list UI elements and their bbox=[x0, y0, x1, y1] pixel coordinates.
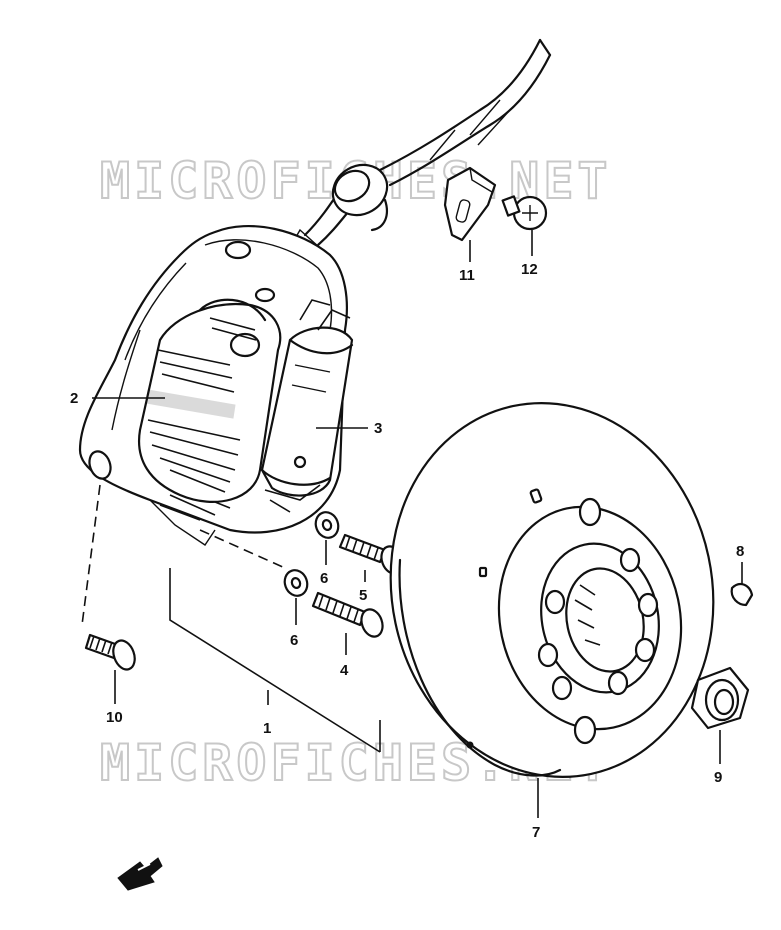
callout-9: 9 bbox=[714, 769, 722, 786]
callout-2: 2 bbox=[70, 390, 78, 407]
callout-4: 4 bbox=[340, 662, 349, 679]
clamp-screw bbox=[501, 195, 548, 231]
wire-clamp bbox=[443, 166, 497, 242]
callout-12: 12 bbox=[521, 261, 538, 278]
assembly-bracket bbox=[169, 568, 381, 753]
assembly-line-washer bbox=[199, 529, 286, 569]
leader-lines bbox=[92, 230, 743, 818]
stator-screw-4 bbox=[311, 591, 384, 638]
callout-5: 5 bbox=[359, 587, 367, 604]
flywheel-rotor bbox=[389, 402, 715, 778]
wire-grommet bbox=[331, 163, 389, 232]
callout-6-upper: 6 bbox=[320, 570, 328, 587]
screw-10 bbox=[84, 633, 136, 671]
wire-harness bbox=[291, 38, 552, 262]
assembly-line-10 bbox=[81, 484, 101, 626]
coil-right bbox=[260, 299, 354, 513]
callout-10: 10 bbox=[106, 709, 123, 726]
callout-8: 8 bbox=[736, 543, 744, 560]
callout-11: 11 bbox=[459, 267, 475, 284]
woodruff-key bbox=[730, 582, 754, 607]
callout-3: 3 bbox=[374, 420, 382, 437]
coil-left bbox=[137, 298, 282, 503]
callout-1: 1 bbox=[263, 720, 271, 737]
front-arrow-icon bbox=[117, 857, 163, 891]
washer-lower bbox=[283, 569, 309, 597]
flywheel-nut bbox=[690, 666, 750, 730]
callout-7: 7 bbox=[532, 824, 540, 841]
washer-upper bbox=[314, 511, 340, 539]
callout-6-lower: 6 bbox=[290, 632, 298, 649]
